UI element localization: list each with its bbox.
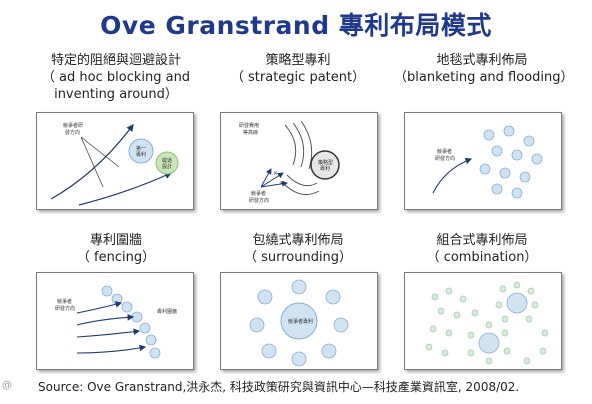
fence-circle-group — [101, 285, 161, 359]
diagram-label: 競爭者 — [57, 298, 72, 305]
diagram-strategic-patent: × × 研發費用 等高線 策略型 專利 競爭者 研發方向 — [220, 112, 378, 210]
pointer-line — [80, 136, 120, 168]
diagram-label: 繞道 — [162, 157, 172, 164]
direction-arrow — [260, 168, 272, 188]
combination-large-circles — [478, 292, 528, 354]
model-english: （ ad hoc blocking and — [41, 70, 191, 85]
design-around-circle — [155, 151, 179, 175]
diagram-label: 研發方向 — [55, 305, 75, 312]
diagram-label: 競爭者專利 — [288, 318, 313, 325]
direction-arrow — [76, 344, 147, 354]
first-patent-circle — [128, 138, 154, 164]
model-name: 專利圍牆 — [89, 233, 142, 248]
diagram-label: 競爭者研 — [63, 122, 83, 129]
source-citation: Source: Ove Granstrand,洪永杰, 科技政策研究與資訊中心—… — [38, 380, 520, 394]
diagram-label: 專利 — [136, 151, 146, 158]
model-caption-strategic: 策略型專利 （ strategic patent） — [210, 52, 386, 86]
watermark: @ — [2, 380, 12, 391]
model-caption-ad-hoc: 特定的阻絕與迴避設計 （ ad hoc blocking and inventi… — [28, 52, 204, 103]
direction-arrow — [260, 172, 284, 188]
contour-line — [286, 174, 318, 187]
diagram-ad-hoc-blocking: 競爭者研 發方向 第一 專利 繞道 設計 — [36, 112, 194, 210]
direction-arrow — [260, 180, 288, 188]
model-english: （ surrounding） — [243, 250, 353, 265]
diagram-surrounding: 競爭者專利 — [220, 272, 378, 370]
model-english: （ strategic patent） — [230, 70, 366, 85]
model-english: （ fencing） — [76, 250, 156, 265]
diagram-label: 研發方向 — [435, 155, 455, 162]
blocked-mark: × — [279, 180, 284, 187]
diagram-combination — [404, 272, 562, 370]
contour-line — [300, 120, 313, 170]
diagram-label: 第一 — [136, 145, 146, 152]
pointer-line — [80, 136, 104, 188]
model-name: 策略型專利 — [265, 53, 331, 68]
direction-arrow — [432, 157, 473, 194]
diagram-label: 競爭者 — [251, 190, 266, 197]
diagram-label: 研發方向 — [249, 197, 269, 204]
model-caption-fencing: 專利圍牆 （ fencing） — [28, 232, 204, 266]
model-name: 地毯式專利佈局 — [436, 53, 528, 68]
diagram-label: 設計 — [162, 163, 172, 170]
model-name: 特定的阻絕與迴避設計 — [50, 53, 181, 68]
direction-arrow — [76, 301, 123, 314]
diagram-label: 發方向 — [65, 129, 80, 136]
model-name: 包繞式專利佈局 — [252, 233, 344, 248]
diagram-label: 競爭者 — [437, 148, 452, 155]
diagram-label: 專利圍牆 — [157, 308, 177, 315]
model-caption-combination: 組合式專利佈局 （ combination） — [394, 232, 570, 266]
diagram-blanketing: 競爭者 研發方向 — [404, 112, 562, 210]
direction-arrow — [76, 328, 141, 338]
surrounding-circle-group — [249, 279, 349, 367]
patent-circle-group — [479, 125, 543, 199]
page-title: Ove Granstrand 專利布局模式 — [100, 11, 492, 40]
model-english: （blanketing and flooding） — [394, 70, 574, 85]
model-english: inventing around） — [54, 87, 178, 102]
diagram-fencing: 競爭者 研發方向 專利圍牆 — [36, 272, 194, 370]
blocked-mark: × — [273, 170, 278, 177]
contour-line — [284, 124, 297, 166]
model-caption-blanketing: 地毯式專利佈局 （blanketing and flooding） — [394, 52, 574, 86]
direction-arrow — [78, 172, 173, 206]
contour-line — [292, 122, 305, 168]
diagram-label: 研發費用 — [239, 122, 259, 129]
strategic-patent-circle — [310, 150, 340, 180]
competitor-patent-circle — [280, 302, 318, 340]
combination-small-circles — [425, 281, 549, 365]
diagram-label: 等高線 — [243, 129, 258, 136]
model-english: （ combination） — [426, 250, 538, 265]
model-name: 組合式專利佈局 — [436, 233, 528, 248]
direction-arrow — [76, 314, 135, 326]
model-caption-surrounding: 包繞式專利佈局 （ surrounding） — [210, 232, 386, 266]
diagram-label: 專利 — [320, 165, 330, 172]
diagram-label: 策略型 — [318, 159, 333, 166]
